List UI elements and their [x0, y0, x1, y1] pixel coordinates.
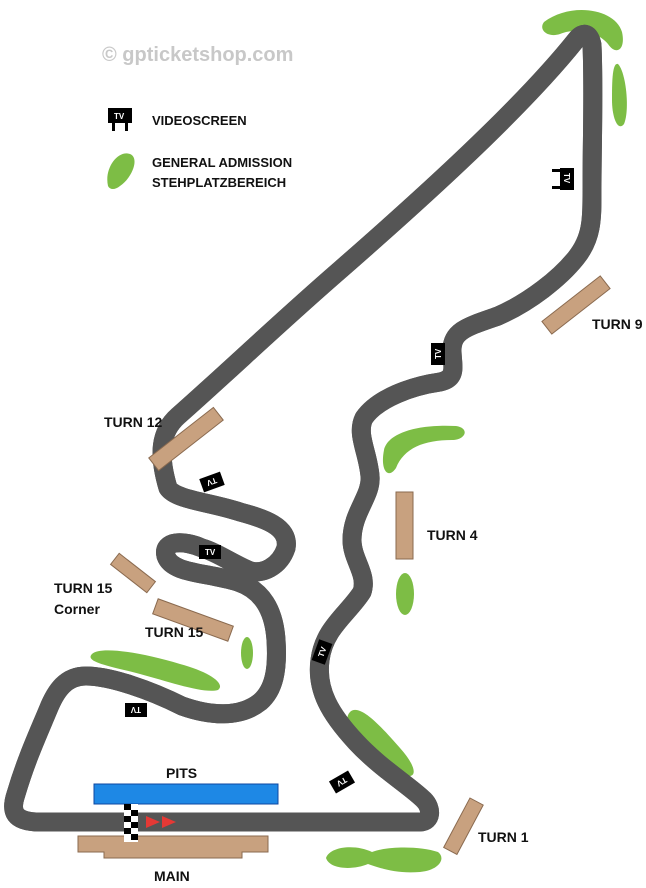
tv-screen-turn9: TV: [431, 343, 445, 365]
tv-icon-text: TV: [114, 112, 125, 121]
grandstand-turn15: [152, 598, 234, 642]
pit-building: [93, 783, 279, 805]
grandstand-turn12: [148, 406, 224, 472]
tv-screen-turn16: TV: [125, 703, 147, 717]
label-turn15-corner-line2: Corner: [54, 601, 100, 617]
tv-text: TV: [130, 705, 141, 714]
ga-area-turn15-long: [90, 650, 221, 691]
race-track: [14, 34, 593, 822]
tv-text: TV: [317, 645, 329, 658]
ga-area-turn4-bottom: [396, 573, 414, 615]
grandstands: [77, 275, 611, 859]
legend-ga-line2: STEHPLATZBEREICH: [152, 175, 286, 190]
tv-screen-turn4: TV: [311, 639, 333, 665]
ga-area-turn4-top: [382, 425, 465, 474]
grandstand-main: [77, 835, 269, 859]
label-turn1: TURN 1: [478, 829, 529, 845]
race-direction-arrows: [146, 816, 176, 828]
tv-text: TV: [205, 548, 216, 557]
grandstand-turn4: [395, 491, 414, 560]
tv-text: TV: [205, 476, 218, 488]
general-admission-areas: [90, 9, 627, 873]
legend-videoscreen-label: VIDEOSCREEN: [152, 113, 247, 128]
label-main: MAIN: [154, 868, 190, 884]
label-turn15-corner-line1: TURN 15: [54, 580, 113, 596]
grandstand-turn15-corner: [109, 552, 157, 594]
tv-screen-back-straight: TV: [552, 168, 574, 190]
tv-text: TV: [562, 173, 571, 184]
watermark: © gpticketshop.com: [102, 44, 293, 66]
grandstand-labels: TURN 9 TURN 12 TURN 4 TURN 15 Corner TUR…: [54, 316, 643, 884]
start-finish-line: [124, 804, 138, 842]
general-admission-icon: [107, 153, 135, 189]
grandstand-turn1: [442, 797, 484, 856]
label-pits: PITS: [166, 765, 197, 781]
tv-screen-esses: TV: [199, 545, 221, 559]
ga-area-turn1-straight: [347, 709, 414, 777]
tv-text: TV: [434, 348, 443, 359]
label-turn9: TURN 9: [592, 316, 643, 332]
ga-area-right: [612, 63, 627, 127]
legend: TV VIDEOSCREEN GENERAL ADMISSION STEHPLA…: [107, 108, 292, 190]
grandstand-turn9: [541, 275, 611, 335]
tv-icon: TV: [108, 108, 132, 131]
label-turn15: TURN 15: [145, 624, 204, 640]
ga-area-turn1-outside: [326, 847, 442, 873]
ga-area-turn15-small: [241, 637, 253, 669]
tv-screen-turn12: TV: [199, 471, 225, 493]
label-turn12: TURN 12: [104, 414, 163, 430]
legend-ga-line1: GENERAL ADMISSION: [152, 155, 292, 170]
tv-screens: TV TV TV TV TV TV TV: [125, 168, 574, 794]
label-turn4: TURN 4: [427, 527, 478, 543]
tv-screen-turn1: TV: [328, 770, 356, 794]
